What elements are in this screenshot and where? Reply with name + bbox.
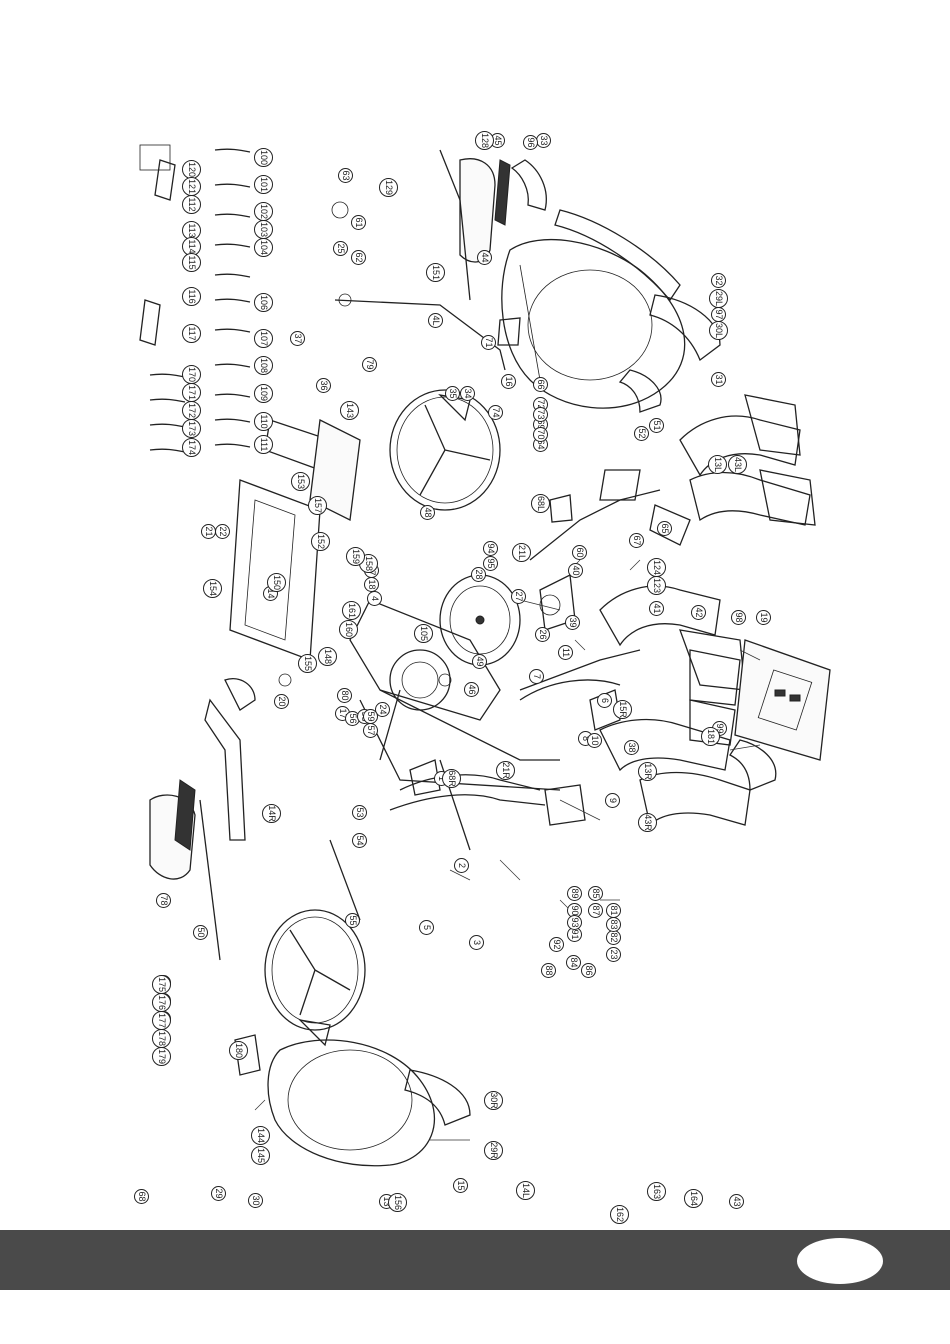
left-handlebar <box>679 394 816 526</box>
right-handlebar <box>599 585 751 827</box>
page-number-oval <box>797 1238 883 1284</box>
right-cover-upper <box>501 159 721 413</box>
right-cover-lower <box>267 1039 471 1167</box>
flywheel <box>439 574 521 666</box>
console <box>689 639 831 791</box>
crank-wheel-upper <box>389 389 501 511</box>
main-frame <box>349 599 641 851</box>
pedals <box>149 158 511 880</box>
crank-wheel-lower <box>264 909 366 1047</box>
leader-lines <box>254 559 761 1141</box>
footer-band <box>0 1230 950 1290</box>
pedal-arm-left <box>229 419 361 661</box>
foot-rails <box>199 149 506 961</box>
cables <box>139 144 251 453</box>
